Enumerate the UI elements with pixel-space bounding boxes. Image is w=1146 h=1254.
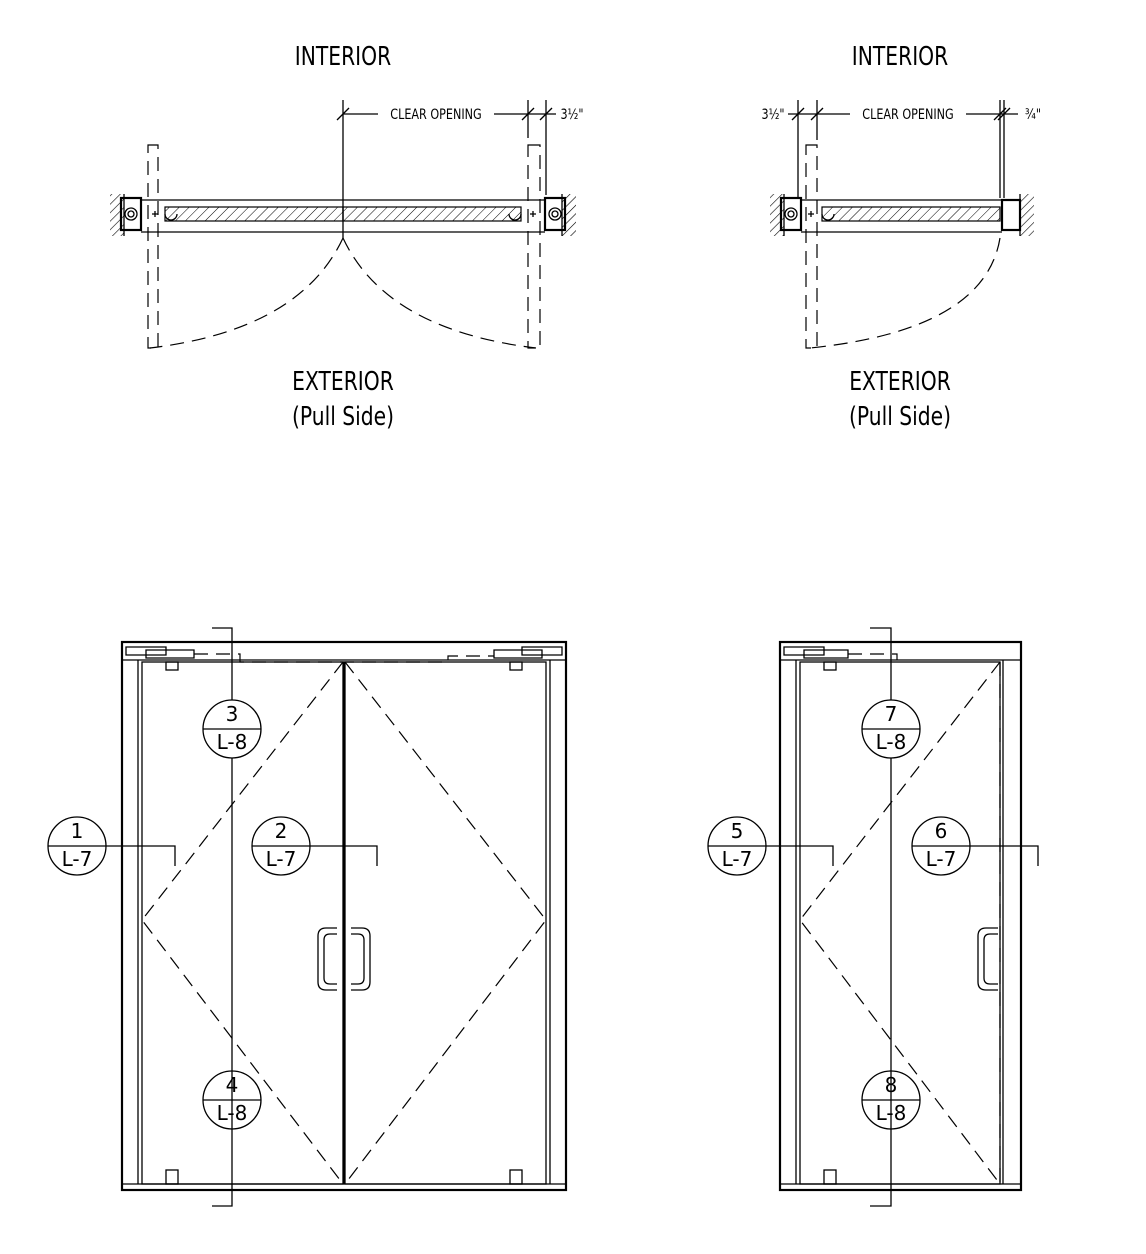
plan1-leaf-right — [342, 206, 522, 222]
detail-callout-4[interactable]: 4 L-8 — [202, 1070, 262, 1130]
detail-callout-7[interactable]: 7 L-8 — [861, 699, 921, 759]
callout-4-number: 4 — [226, 1073, 239, 1097]
plan1-swing-arc-left — [149, 237, 344, 349]
detail-callout-6[interactable]: 6 L-7 — [911, 816, 971, 876]
plan1-dimension: CLEAR OPENING 3½" — [336, 100, 584, 238]
plan-single-door: INTERIOR 3½" CLEAR OPENING ¾" — [761, 42, 1041, 432]
plan1-clear-opening-label: CLEAR OPENING — [390, 106, 481, 123]
plan1-exterior-label: EXTERIOR — [292, 367, 394, 397]
callout-1-number: 1 — [71, 819, 84, 843]
callout-6-number: 6 — [935, 819, 948, 843]
plan2-jamb-right — [1000, 198, 1022, 232]
plan1-pull-side-label: (Pull Side) — [292, 402, 394, 432]
callout-3-sheet: L-8 — [217, 730, 248, 754]
callout-4-sheet: L-8 — [217, 1101, 248, 1125]
callout-5-number: 5 — [731, 819, 744, 843]
plan1-leaf-left — [164, 206, 344, 222]
callout-7-number: 7 — [885, 702, 898, 726]
elev1-leaf-right — [344, 661, 547, 1185]
callout-8-number: 8 — [885, 1073, 898, 1097]
elev1-swing-right — [344, 661, 547, 1185]
plan2-exterior-label: EXTERIOR — [849, 367, 951, 397]
plan-double-door: INTERIOR CLEAR OPENING 3½" — [110, 42, 584, 432]
elev2-leaf — [799, 661, 1001, 1185]
callout-5-sheet: L-7 — [722, 847, 753, 871]
callout-6-sheet: L-7 — [926, 847, 957, 871]
elev2-pull-handle — [977, 927, 998, 991]
plan2-jamb-left — [779, 196, 803, 232]
detail-callout-8[interactable]: 8 L-8 — [861, 1070, 921, 1130]
detail-callout-5[interactable]: 5 L-7 — [707, 816, 767, 876]
callout-2-sheet: L-7 — [266, 847, 297, 871]
plan2-frame-right-dim-label: ¾" — [1025, 106, 1041, 123]
plan2-swing-arc — [809, 237, 1001, 349]
plan2-leaf — [821, 206, 1001, 222]
elev1-pull-handle-right — [351, 927, 371, 991]
plan1-interior-label: INTERIOR — [295, 42, 391, 72]
elev1-pull-handle-left — [317, 927, 337, 991]
plan2-clear-opening-label: CLEAR OPENING — [862, 106, 953, 123]
plan2-frame-left-dim-label: 3½" — [761, 106, 784, 123]
callout-2-number: 2 — [275, 819, 288, 843]
plan2-dimension: 3½" CLEAR OPENING ¾" — [761, 100, 1041, 198]
detail-callout-3[interactable]: 3 L-8 — [202, 699, 262, 759]
callout-3-number: 3 — [226, 702, 239, 726]
plan1-jamb-right — [543, 196, 567, 232]
plan1-swing-arc-right — [342, 237, 537, 349]
detail-callout-2[interactable]: 2 L-7 — [251, 816, 311, 876]
detail-callouts: 1 L-7 2 L-7 3 L-8 4 L-8 5 L-7 — [47, 699, 971, 1130]
elev1-frame — [120, 640, 568, 1192]
detail-callout-1[interactable]: 1 L-7 — [47, 816, 107, 876]
plan2-interior-label: INTERIOR — [852, 42, 948, 72]
elev2-frame — [778, 640, 1023, 1192]
plan1-frame-dim-label: 3½" — [560, 106, 583, 123]
plan1-jamb-left — [119, 196, 143, 232]
callout-8-sheet: L-8 — [876, 1101, 907, 1125]
elevation-single-door — [766, 627, 1039, 1207]
callout-1-sheet: L-7 — [62, 847, 93, 871]
plan2-pull-side-label: (Pull Side) — [849, 402, 951, 432]
callout-7-sheet: L-8 — [876, 730, 907, 754]
elevation-double-door — [106, 627, 568, 1207]
